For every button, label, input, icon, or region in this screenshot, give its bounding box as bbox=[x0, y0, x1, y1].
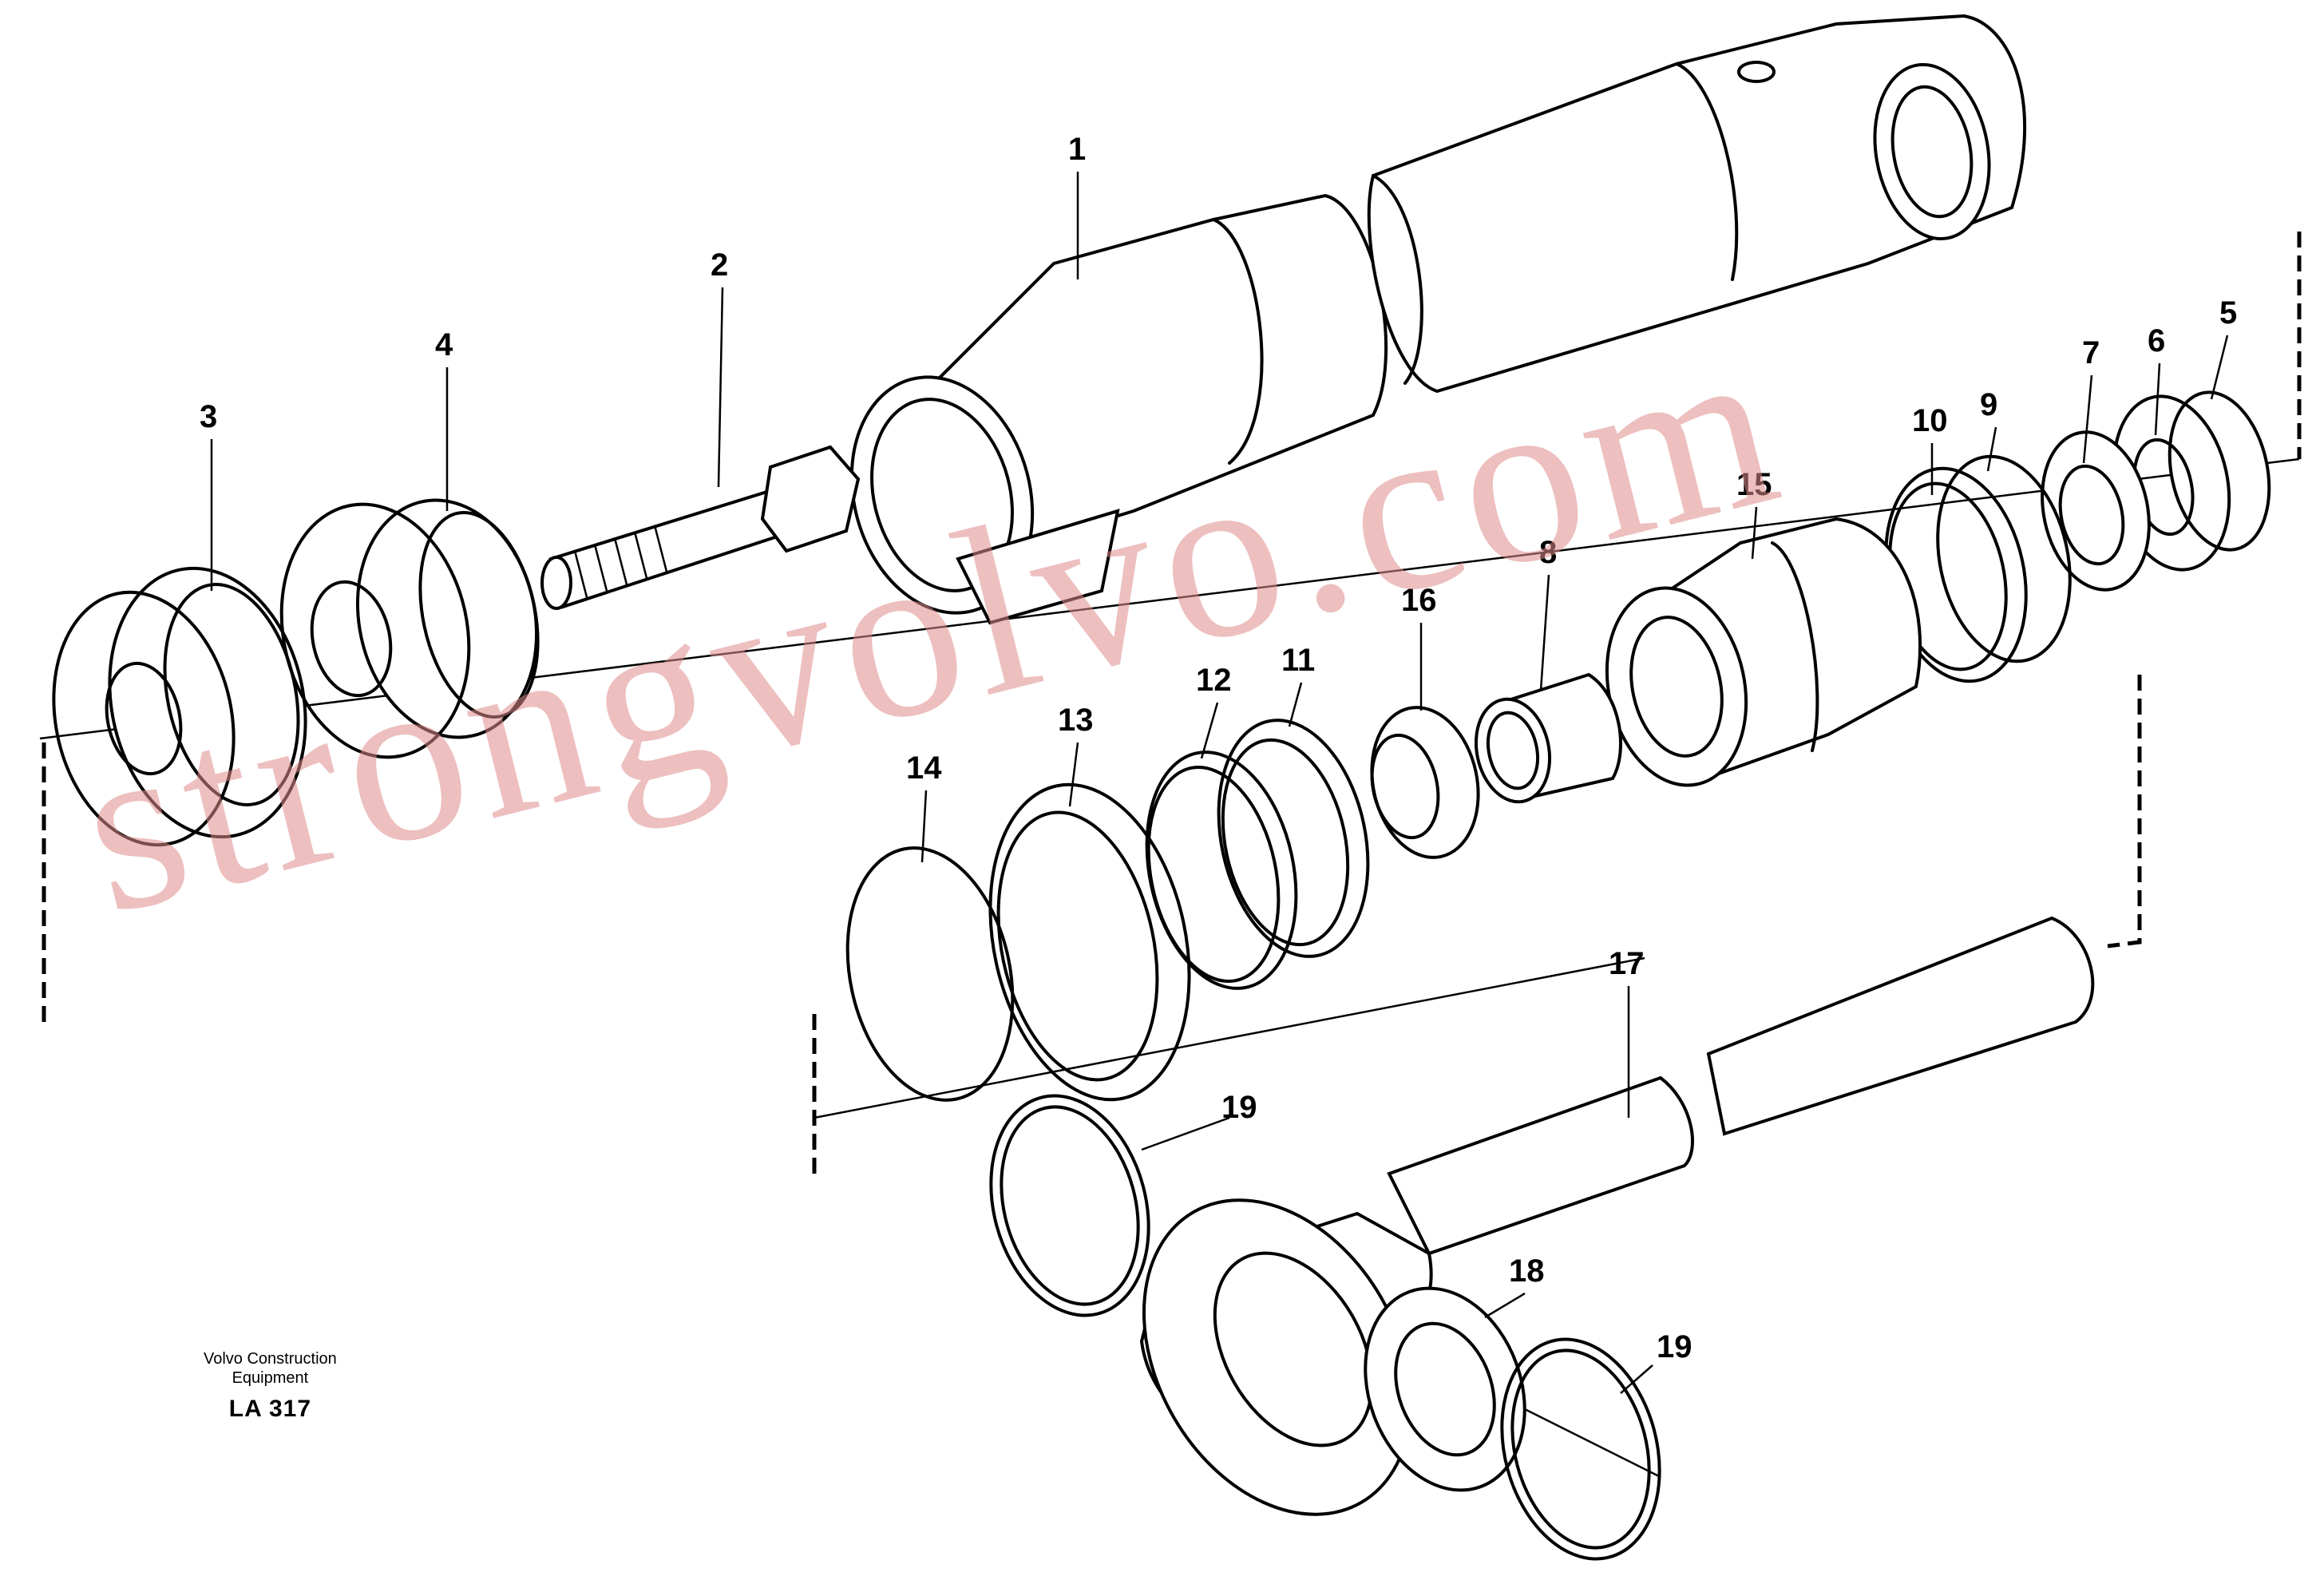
part-label-2: 2 bbox=[711, 248, 728, 283]
part-label-9: 9 bbox=[1980, 387, 1997, 422]
part-label-11: 11 bbox=[1281, 643, 1315, 678]
piston-nut bbox=[52, 566, 307, 847]
part-label-8: 8 bbox=[1539, 535, 1557, 570]
cylinder-barrel bbox=[849, 14, 2027, 625]
part-label-19-upper: 19 bbox=[1221, 1090, 1257, 1125]
piston bbox=[279, 498, 540, 759]
part-number-callouts: 1 2 3 4 5 6 7 8 9 10 11 12 13 14 15 16 1… bbox=[200, 132, 2237, 1364]
dashed-bracket-upper bbox=[42, 232, 2302, 1022]
part-label-6: 6 bbox=[2148, 323, 2165, 358]
manufacturer-line-1: Volvo Construction bbox=[204, 1350, 337, 1368]
leader-lines bbox=[210, 172, 2229, 1394]
part-label-14: 14 bbox=[906, 750, 942, 786]
part-label-16: 16 bbox=[1401, 583, 1437, 618]
piston-right-assembly bbox=[2041, 390, 2271, 592]
part-label-12: 12 bbox=[1196, 663, 1232, 698]
dashed-bracket-lower bbox=[812, 675, 2142, 1182]
part-label-18: 18 bbox=[1509, 1253, 1545, 1289]
screw bbox=[540, 445, 861, 610]
part-label-19-lower: 19 bbox=[1657, 1329, 1692, 1364]
part-label-5: 5 bbox=[2219, 295, 2237, 331]
part-label-17: 17 bbox=[1609, 946, 1645, 981]
part-label-13: 13 bbox=[1058, 703, 1094, 738]
drawing-code: LA 317 bbox=[228, 1396, 312, 1422]
part-label-3: 3 bbox=[200, 399, 217, 434]
wiper-ring bbox=[1370, 706, 1480, 859]
spherical-bearing bbox=[1364, 1286, 1526, 1492]
bushing bbox=[1474, 672, 1622, 804]
retaining-rings bbox=[989, 1094, 1661, 1561]
part-label-1: 1 bbox=[1068, 132, 1086, 167]
drawing-caption: Volvo Construction Equipment LA 317 bbox=[204, 1349, 337, 1423]
cylinder-head bbox=[1605, 517, 1922, 787]
piston-rod bbox=[1139, 916, 2095, 1516]
rings-11-14 bbox=[845, 719, 1370, 1102]
part-label-15: 15 bbox=[1736, 467, 1772, 502]
part-label-7: 7 bbox=[2082, 335, 2100, 370]
part-label-10: 10 bbox=[1912, 403, 1948, 438]
part-label-4: 4 bbox=[435, 327, 453, 362]
manufacturer-line-2: Equipment bbox=[232, 1369, 309, 1387]
